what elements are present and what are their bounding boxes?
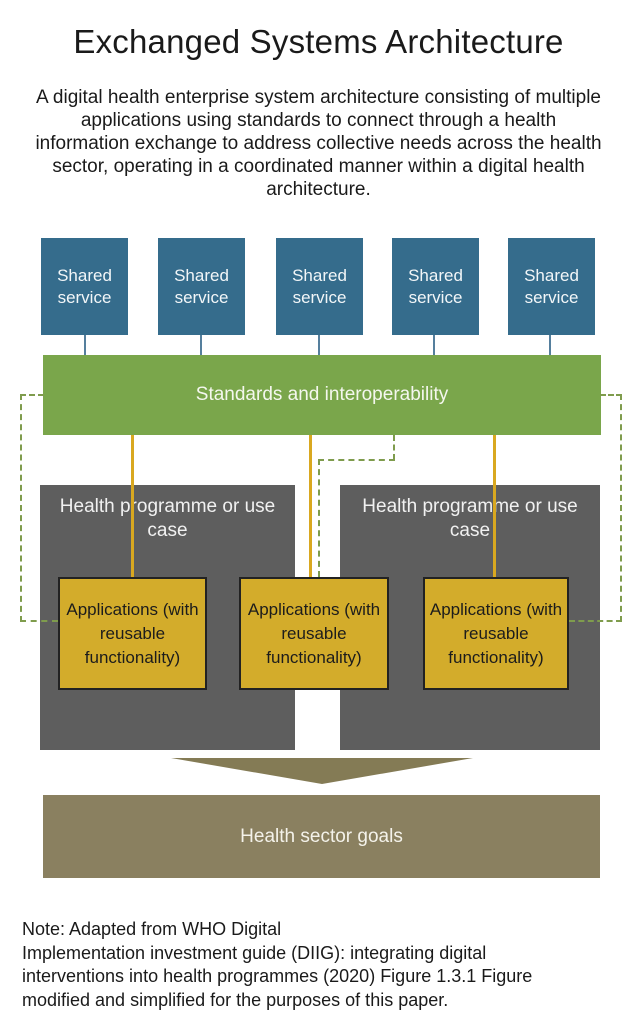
dashed-line-right-top xyxy=(600,394,622,396)
dashed-line-middle-stub xyxy=(393,435,395,460)
applications-box-1: Applications (with reusable functionalit… xyxy=(58,577,207,690)
shared-service-box-3: Shared service xyxy=(276,238,363,335)
dashed-line-middle-horizontal xyxy=(318,459,395,461)
shared-service-box-4: Shared service xyxy=(392,238,479,335)
dashed-line-left-vertical xyxy=(20,394,22,622)
footnote-line-1: Note: Adapted from WHO Digital xyxy=(22,919,282,939)
footnote: Note: Adapted from WHO Digital Implement… xyxy=(22,918,622,1012)
dashed-line-left-top xyxy=(20,394,44,396)
dashed-line-right-vertical xyxy=(620,394,622,622)
service-connector-line-5 xyxy=(549,335,551,355)
dashed-line-right-bottom xyxy=(569,620,622,622)
page-description: A digital health enterprise system archi… xyxy=(35,87,602,200)
gold-connector-line-3 xyxy=(493,435,496,578)
gold-connector-line-1 xyxy=(131,435,134,578)
gold-connector-line-2 xyxy=(309,435,312,578)
service-connector-line-2 xyxy=(200,335,202,355)
shared-service-box-2: Shared service xyxy=(158,238,245,335)
shared-service-box-1: Shared service xyxy=(41,238,128,335)
dashed-line-left-bottom xyxy=(20,620,58,622)
applications-box-3: Applications (with reusable functionalit… xyxy=(423,577,569,690)
service-connector-line-3 xyxy=(318,335,320,355)
merge-arrow-down-icon xyxy=(171,758,473,784)
health-sector-goals-bar: Health sector goals xyxy=(43,795,600,878)
page-title: Exchanged Systems Architecture xyxy=(73,23,564,60)
service-connector-line-4 xyxy=(433,335,435,355)
footnote-line-2: Implementation investment guide (DIIG): … xyxy=(22,942,487,963)
footnote-line-3: interventions into health programmes (20… xyxy=(22,966,533,986)
shared-service-box-5: Shared service xyxy=(508,238,595,335)
service-connector-line-1 xyxy=(84,335,86,355)
standards-interoperability-bar: Standards and interoperability xyxy=(43,355,601,435)
dashed-line-middle-vertical xyxy=(318,459,320,577)
footnote-line-4: modified and simplified for the purposes… xyxy=(22,989,449,1010)
applications-box-2: Applications (with reusable functionalit… xyxy=(239,577,389,690)
